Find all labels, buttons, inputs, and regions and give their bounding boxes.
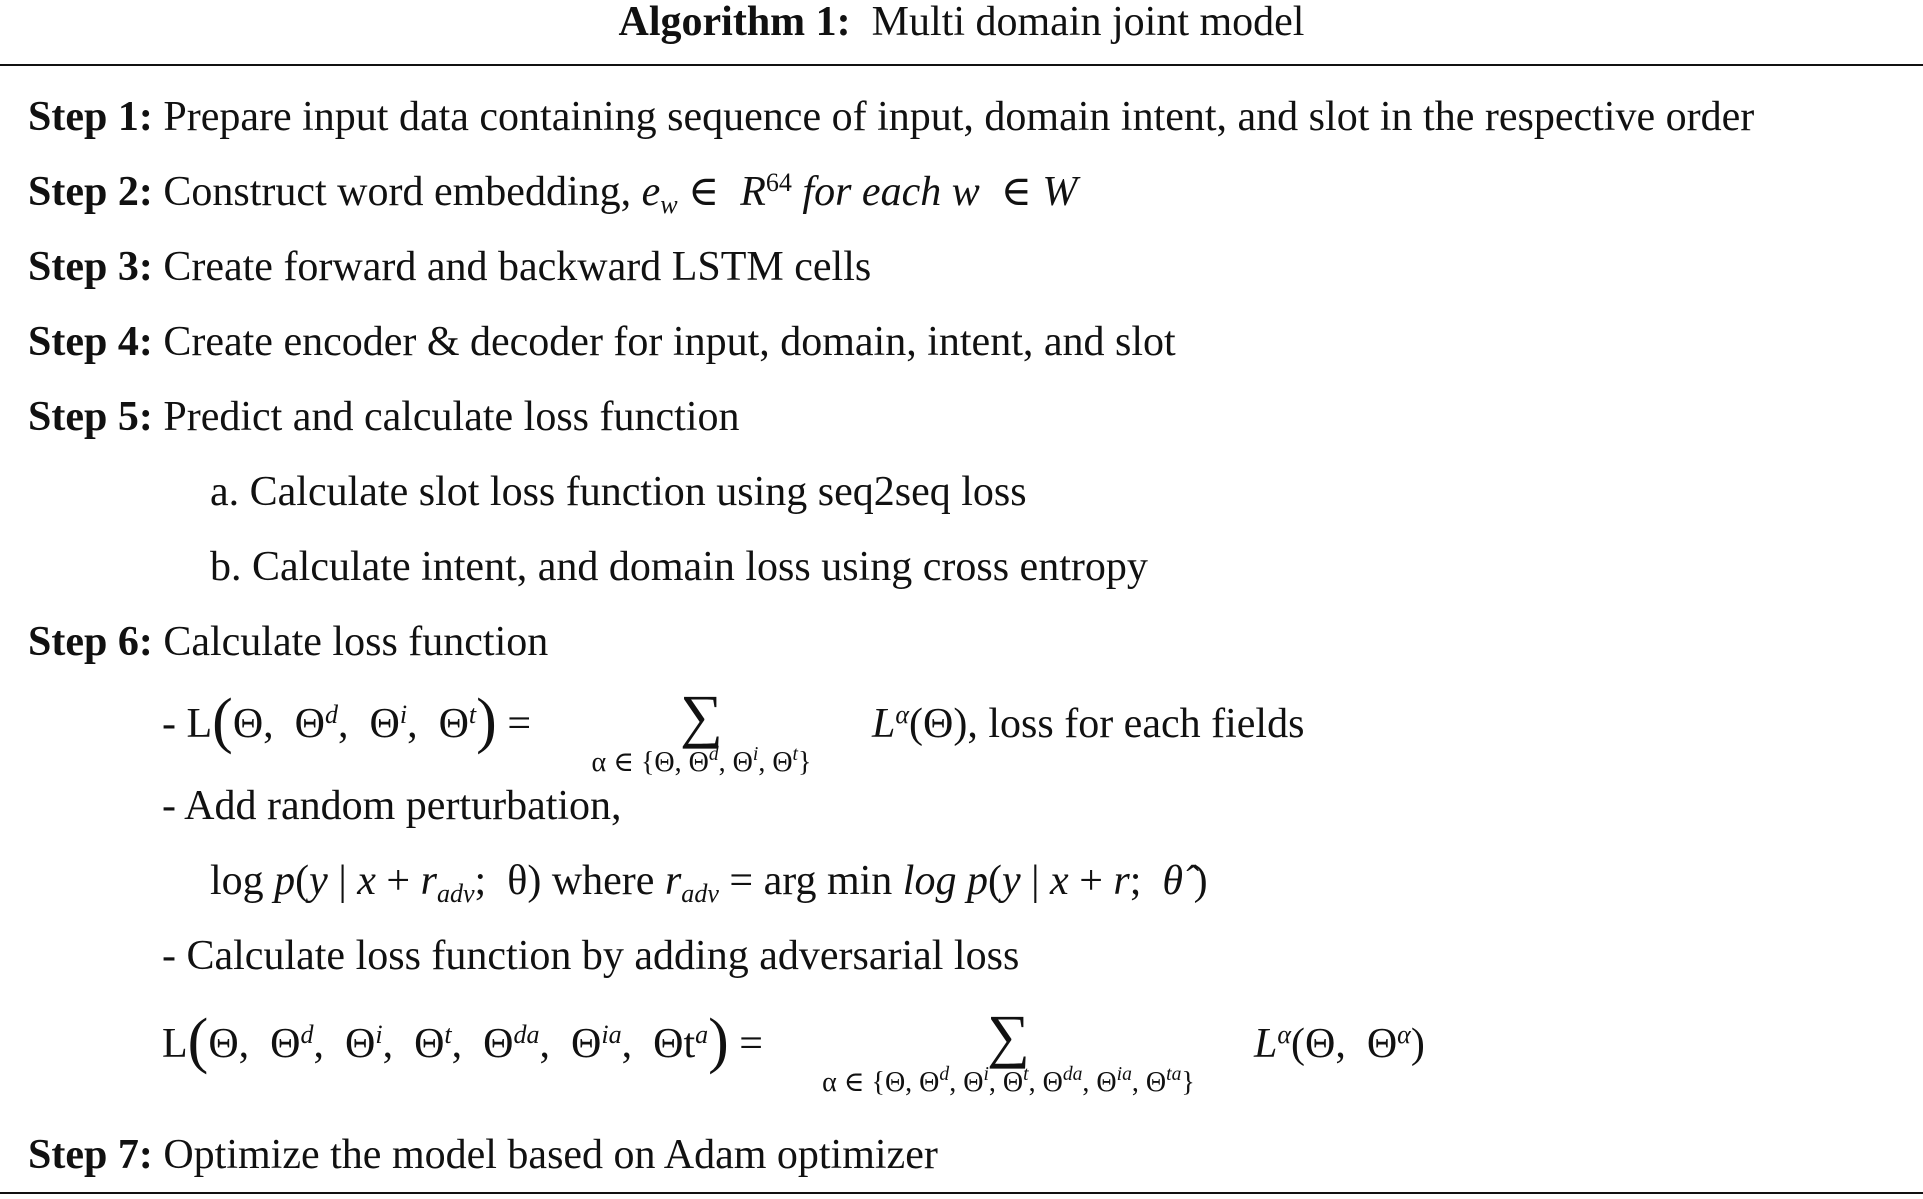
- substep-a: a. Calculate slot loss function using se…: [210, 469, 1027, 515]
- step-3-label: Step 3:: [28, 244, 153, 290]
- perturbation-formula: log p(y | x + radv; θ) where radv = arg …: [210, 858, 1208, 908]
- algorithm-label: Algorithm 1:: [618, 0, 851, 45]
- adversarial-bullet: - Calculate loss function by adding adve…: [162, 933, 1020, 979]
- perturbation-bullet: - Add random perturbation,: [162, 783, 622, 829]
- algorithm-name: Multi domain joint model: [871, 0, 1305, 45]
- loss-equation: - L(Θ, Θd, Θi, Θt) = ∑ α ∈ {Θ, Θd, Θi, Θ…: [162, 683, 1305, 778]
- step-1: Step 1: Prepare input data containing se…: [28, 92, 1754, 142]
- step-5: Step 5: Predict and calculate loss funct…: [28, 392, 740, 442]
- step-1-label: Step 1:: [28, 94, 153, 140]
- step-6-text: Calculate loss function: [163, 619, 549, 665]
- step-5-text: Predict and calculate loss function: [163, 394, 740, 440]
- where-word: where: [551, 858, 655, 904]
- substep-b: b. Calculate intent, and domain loss usi…: [210, 544, 1148, 590]
- step-7: Step 7: Optimize the model based on Adam…: [28, 1130, 938, 1180]
- summation-1: ∑ α ∈ {Θ, Θd, Θi, Θt}: [591, 683, 812, 778]
- loss-suffix: , loss for each fields: [967, 701, 1305, 747]
- algorithm-title: Algorithm 1: Multi domain joint model: [0, 0, 1923, 45]
- step-3-text: Create forward and backward LSTM cells: [163, 244, 872, 290]
- step-1-text: Prepare input data containing sequence o…: [163, 94, 1755, 140]
- step-5-label: Step 5:: [28, 394, 153, 440]
- step-4: Step 4: Create encoder & decoder for inp…: [28, 317, 1176, 367]
- adversarial-equation: L(Θ, Θd, Θi, Θt, Θda, Θia, Θta) = ∑ α ∈ …: [162, 1003, 1425, 1098]
- top-rule: [0, 64, 1923, 66]
- bottom-rule: [0, 1192, 1923, 1194]
- step-2-text: Construct word embedding,: [163, 169, 632, 215]
- summation-2: ∑ α ∈ {Θ, Θd, Θi, Θt, Θda, Θia, Θta}: [822, 1003, 1195, 1098]
- step-6-label: Step 6:: [28, 619, 153, 665]
- step-3: Step 3: Create forward and backward LSTM…: [28, 242, 871, 292]
- step-7-text: Optimize the model based on Adam optimiz…: [163, 1132, 938, 1178]
- step-4-text: Create encoder & decoder for input, doma…: [163, 319, 1176, 365]
- step-7-label: Step 7:: [28, 1132, 153, 1178]
- step-2-label: Step 2:: [28, 169, 153, 215]
- step-6: Step 6: Calculate loss function: [28, 617, 548, 667]
- step-4-label: Step 4:: [28, 319, 153, 365]
- embedding-formula: ew ∈ R64 for each w ∈ W: [641, 167, 1078, 219]
- step-2: Step 2: Construct word embedding, ew ∈ R…: [28, 167, 1077, 222]
